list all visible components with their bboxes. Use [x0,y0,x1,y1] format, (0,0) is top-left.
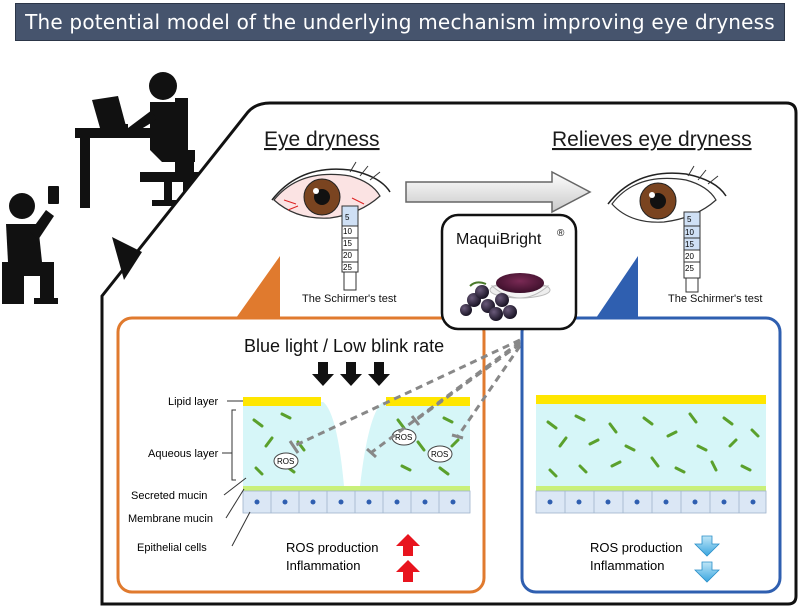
membrane-mucin-label: Membrane mucin [128,513,213,525]
trigger-arrows [312,362,390,386]
figure-title: The potential model of the underlying me… [15,3,785,41]
lipid-layer-right [536,395,766,404]
maqui-berries-icon [460,281,517,321]
secreted-mucin-label: Secreted mucin [131,490,207,502]
lipid-layer-left [386,397,470,406]
lipid-layer-label: Lipid layer [168,396,218,408]
strip-tick: 25 [685,264,694,273]
cell-nuclei-right [547,499,756,505]
epithelial-cell-dividers-left [270,491,440,513]
schirmer-test-label-left: The Schirmer's test [302,293,396,305]
strip-tick: 20 [685,252,694,261]
strip-tick: 5 [687,215,692,224]
inhibition-bars [288,415,464,459]
strip-tick: 10 [343,227,352,236]
trigger-label: Blue light / Low blink rate [244,336,444,356]
schirmer-strip-left [341,205,359,291]
ros-tag: ROS [431,450,448,459]
strip-tick: 15 [685,240,694,249]
lipid-layer-left [243,397,321,406]
healthy-eye-illustration [607,165,727,223]
epithelial-cells-label: Epithelial cells [137,542,207,554]
decrease-arrow-icon [694,535,720,557]
mucin-fragments-right [546,412,760,478]
person-at-desk-icon [75,72,203,208]
epithelial-cell-dividers-right [564,491,740,513]
schirmer-strip-right [683,211,701,293]
aqueous-layer-label: Aqueous layer [148,448,219,460]
increase-arrow-icon [396,560,420,582]
increase-arrow-icon [396,534,420,556]
epithelial-cells-right [535,490,767,514]
strip-tick: 20 [343,251,352,260]
membrane-mucin-left [243,486,470,491]
tear-film-gap [318,400,388,486]
schirmer-test-label-right: The Schirmer's test [668,293,762,305]
ros-production-left: ROS production [286,540,379,555]
aqueous-layer-right [536,400,766,486]
person-with-phone-icon [2,186,59,304]
membrane-mucin-right [536,486,766,491]
mucin-fragments-left [252,412,460,476]
ros-tag: ROS [395,433,412,442]
strip-tick: 5 [345,213,350,222]
pointer-wedge [112,237,142,280]
inflammation-left: Inflammation [286,558,360,573]
inflammation-right: Inflammation [590,558,664,573]
eye-dryness-heading: Eye dryness [264,128,380,151]
strip-tick: 15 [343,239,352,248]
label-leader-lines [222,400,251,547]
product-name: MaquiBright [456,231,542,248]
right-callout-triangle [596,256,638,318]
ros-tag: ROS [277,457,294,466]
strip-tick: 10 [685,228,694,237]
left-callout-triangle [236,256,280,318]
inhibition-lines [293,338,522,454]
decrease-arrow-icon [694,561,720,583]
strip-tick: 25 [343,263,352,272]
product-trademark: ® [557,228,565,239]
ros-production-right: ROS production [590,540,683,555]
epithelial-cells-left [242,490,471,514]
cell-nuclei-left [254,499,456,505]
relieves-eye-dryness-heading: Relieves eye dryness [552,128,752,151]
transition-arrow [405,170,592,214]
ros-ovals [273,428,453,470]
